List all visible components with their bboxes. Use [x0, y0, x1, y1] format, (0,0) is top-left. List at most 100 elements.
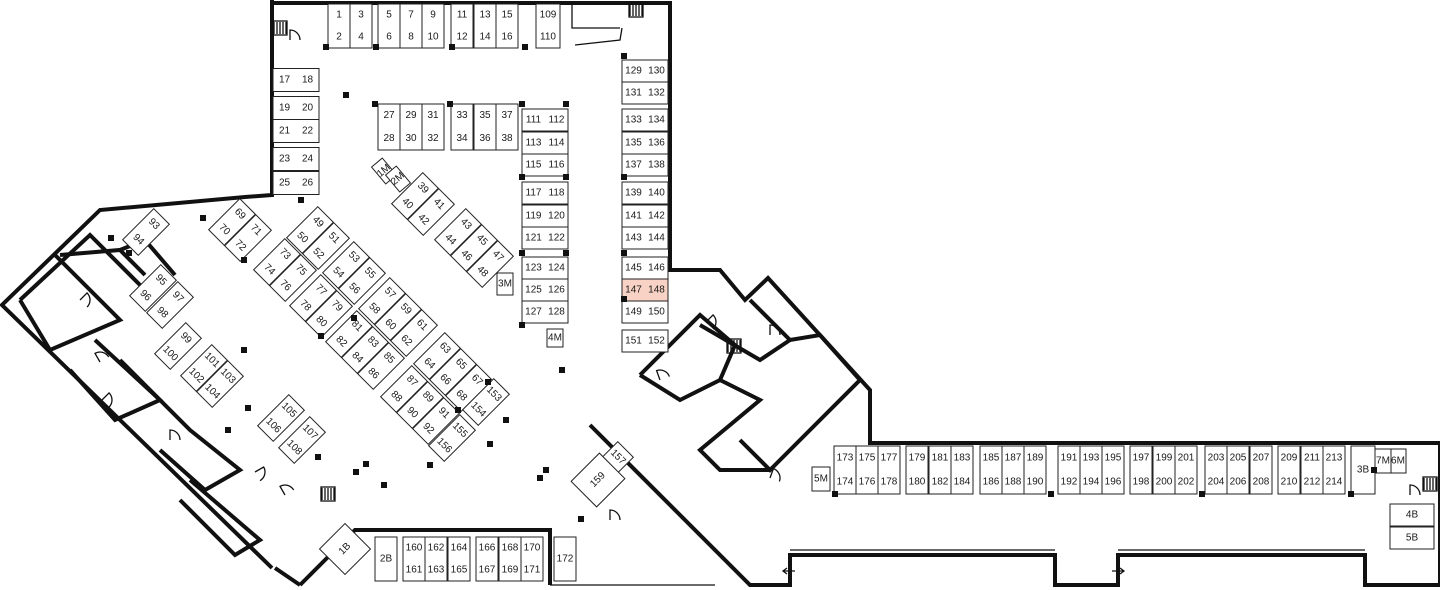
- parking-space-6M[interactable]: 6M: [1389, 448, 1407, 474]
- parking-space-1B[interactable]: 1B: [318, 522, 372, 576]
- parking-space-7M[interactable]: 7M: [1374, 448, 1392, 474]
- parking-space-4M[interactable]: 4M: [546, 328, 564, 348]
- parking-space-2M[interactable]: 2M: [384, 165, 412, 193]
- parking-space-5-6[interactable]: 56: [377, 3, 401, 49]
- parking-space-3M[interactable]: 3M: [496, 272, 514, 296]
- parking-space-9-10[interactable]: 910: [421, 3, 445, 49]
- parking-space-4B[interactable]: 4B: [1389, 503, 1435, 527]
- parking-space-1-2[interactable]: 12: [327, 3, 351, 49]
- parking-space-3-4[interactable]: 34: [349, 3, 373, 49]
- parking-space-5M[interactable]: 5M: [811, 466, 831, 492]
- parking-space-159[interactable]: 159: [570, 452, 626, 508]
- parking-space-2B[interactable]: 2B: [374, 536, 398, 582]
- parking-space-5B[interactable]: 5B: [1389, 526, 1435, 550]
